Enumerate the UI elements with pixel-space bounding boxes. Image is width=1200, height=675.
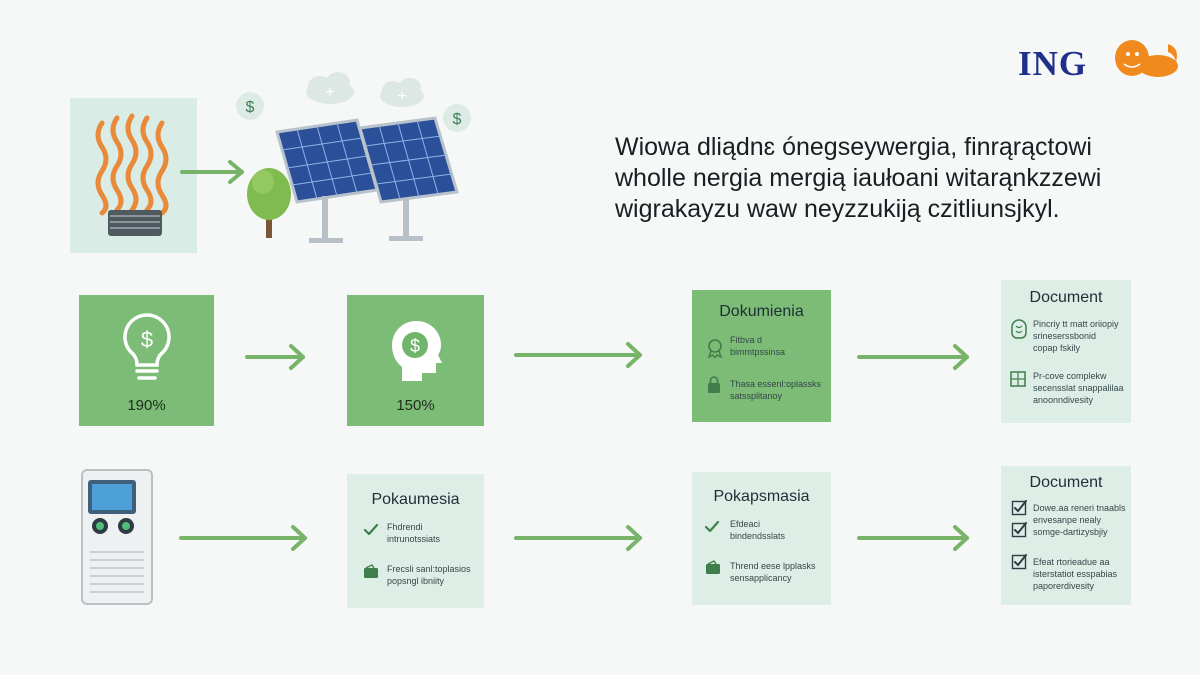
- flow-arrow: [514, 525, 642, 551]
- card-row-text: Pincriy tt matt oriiopiy srineserssbonid…: [1033, 319, 1119, 353]
- wallet-icon: [364, 564, 378, 578]
- cloud-plus-icon: [380, 78, 424, 107]
- checkbox-checked-icon: [1011, 554, 1027, 570]
- headline-line-1: Wiowa dliądnɛ ónegseywergia, finrąrąctow…: [615, 133, 1092, 161]
- lion-logo-icon: [1115, 40, 1178, 77]
- svg-text:+: +: [325, 84, 334, 101]
- wallet-icon: [706, 560, 720, 574]
- headline-line-2: wholle nergia mergią iaułoani witarąnkzz…: [615, 164, 1102, 192]
- card-row-text: Thasa essenl:oplassks satssplitanoy: [730, 379, 822, 401]
- head-savings-tile: $ 150%: [347, 295, 484, 426]
- card-row-text: Frecsli sanl:toplasios popsngl ibniity: [387, 564, 471, 586]
- flow-arrow: [245, 344, 305, 370]
- card-title: Dokumienia: [719, 303, 804, 320]
- headline-text: Wiowa dliądnɛ ónegseywergia, finrąrąctow…: [615, 132, 1175, 225]
- svg-text:$: $: [410, 336, 420, 356]
- card-row-text: Dowe.aa reneri tnaabls envesanpe nealy s…: [1033, 503, 1126, 537]
- card-row-text: Efdeaci bindendsslats: [730, 519, 786, 541]
- card-title: Document: [1029, 474, 1103, 491]
- dollar-coin-icon: [443, 104, 471, 132]
- svg-text:$: $: [453, 111, 462, 128]
- checkbox-checked-icon: [1011, 500, 1027, 516]
- flow-arrow: [179, 525, 307, 551]
- heat-source-tile: [70, 98, 197, 253]
- lock-icon: [708, 376, 720, 393]
- checkmark-icon: [363, 523, 379, 536]
- heat-pump-illustration: [81, 469, 153, 605]
- card-row-text: Fitbva d bimmtpssinsa: [730, 335, 786, 357]
- document-card-green: Dokumienia Fitbva d bimmtpssinsa Thasa e…: [692, 290, 831, 422]
- document-card: Pokaumesia Fhdrendi intrunotssiats Frecs…: [347, 474, 484, 608]
- card-row-text: Thrend eese lpplasks sensapplicancy: [730, 561, 816, 583]
- card-title: Pokapsmasia: [713, 488, 810, 505]
- card-title: Document: [1029, 289, 1103, 306]
- head-dollar-icon: $: [392, 320, 442, 381]
- ing-logo: ING: [1018, 44, 1088, 83]
- dollar-coin-icon: [236, 92, 264, 120]
- medal-icon: [707, 339, 723, 358]
- svg-text:$: $: [141, 327, 153, 352]
- svg-text:$: $: [246, 99, 255, 116]
- card-row-text: Efeat rtorieadue aa isterstatiot esspabi…: [1033, 557, 1118, 591]
- card-row-text: Fhdrendi intrunotssiats: [387, 522, 441, 544]
- savings-percent: 190%: [127, 397, 166, 414]
- flow-arrow: [857, 344, 969, 370]
- cloud-plus-icon: [306, 72, 354, 104]
- document-card: Document Pincriy tt matt oriiopiy srines…: [1001, 280, 1131, 423]
- brain-icon: [1011, 319, 1027, 339]
- solar-panels-illustration: + + $ $: [236, 72, 471, 243]
- checkmark-icon: [704, 520, 720, 533]
- lightbulb-dollar-icon: $: [123, 313, 171, 380]
- card-row-text: Pr-cove complekw secensslat snappalilaa …: [1033, 371, 1124, 405]
- bulb-savings-tile: $ 190%: [79, 295, 214, 426]
- flow-arrow: [857, 525, 969, 551]
- document-card: Pokapsmasia Efdeaci bindendsslats Thrend…: [692, 472, 831, 605]
- flow-arrow: [514, 342, 642, 368]
- checkbox-checked-icon: [1011, 522, 1027, 538]
- card-title: Pokaumesia: [371, 491, 460, 508]
- heat-waves-icon: [95, 113, 169, 236]
- flow-arrow: [180, 160, 244, 184]
- headline-line-3: wigrakayzu waw neyzzukiją czitliunsjkyl.: [615, 195, 1060, 223]
- svg-text:+: +: [397, 88, 406, 105]
- document-card: Document Dowe.aa reneri tnaabls envesanp…: [1001, 466, 1131, 605]
- savings-percent: 150%: [396, 397, 435, 414]
- grid-icon: [1010, 371, 1026, 387]
